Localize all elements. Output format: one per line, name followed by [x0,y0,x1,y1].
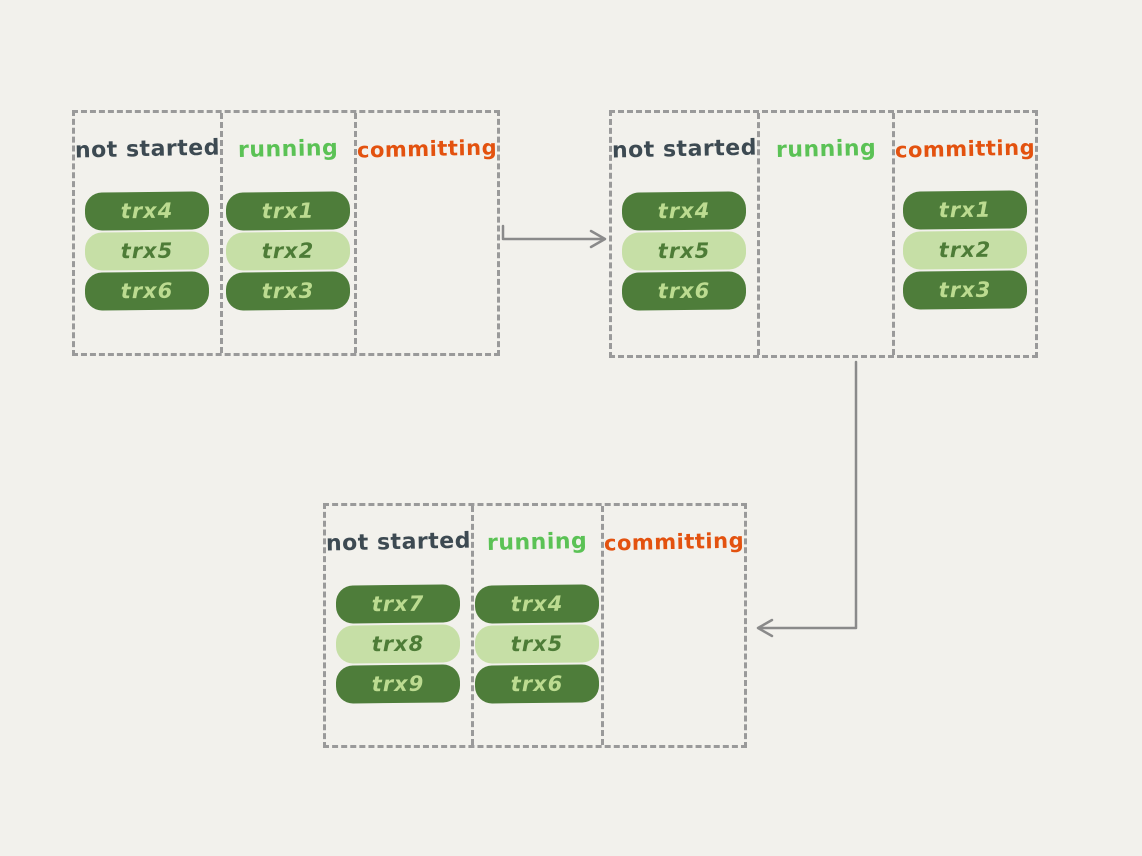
stage-3-panel: not started trx7 trx8 trx9 running trx4 … [323,503,747,748]
column-label-not-started: not started [325,528,472,557]
stage-3-column-committing: committing [600,506,745,745]
trx-pill: trx6 [475,664,600,704]
stage-2-column-running: running [756,113,892,355]
trx-pill: trx6 [85,271,210,311]
trx-pill: trx5 [475,624,600,664]
trx-pill: trx4 [475,584,600,624]
trx-pill: trx4 [85,191,210,231]
column-label-committing: committing [894,135,1036,163]
column-label-running: running [487,528,588,557]
pill-stack: trx7 trx8 trx9 [336,584,461,704]
trx-pill: trx7 [336,584,461,624]
trx-pill: trx9 [336,664,461,704]
stage-1-column-not-started: not started trx4 trx5 trx6 [75,113,220,353]
column-label-not-started: not started [611,135,758,164]
trx-pill: trx2 [902,230,1028,270]
trx-pill: trx4 [622,191,747,231]
trx-pill: trx3 [902,270,1028,310]
column-label-not-started: not started [74,135,221,164]
stage-1-panel: not started trx4 trx5 trx6 running trx1 … [72,110,500,356]
pill-stack: trx4 trx5 trx6 [622,191,747,311]
pill-stack: trx4 trx5 trx6 [475,584,600,704]
stage-1-column-committing: committing [353,113,498,353]
trx-pill: trx6 [622,271,747,311]
column-label-running: running [775,135,877,164]
trx-pill: trx3 [226,271,351,311]
trx-pill: trx5 [85,231,210,271]
stage-2-column-committing: committing trx1 trx2 trx3 [891,113,1036,355]
column-label-committing: committing [603,528,745,556]
trx-pill: trx2 [226,231,351,271]
stage-2-column-not-started: not started trx4 trx5 trx6 [612,113,757,355]
stage-3-column-running: running trx4 trx5 trx6 [470,506,601,745]
trx-pill: trx5 [622,231,747,271]
trx-pill: trx8 [336,624,461,664]
trx-pill: trx1 [226,191,351,231]
pill-stack: trx1 trx2 trx3 [226,191,351,311]
stage-3-column-not-started: not started trx7 trx8 trx9 [326,506,471,745]
trx-pill: trx1 [902,190,1028,230]
arrow-stage1-to-stage2-icon [501,224,607,249]
stage-1-column-running: running trx1 trx2 trx3 [219,113,354,353]
stage-2-panel: not started trx4 trx5 trx6 running commi… [609,110,1038,358]
column-label-committing: committing [356,135,498,163]
pill-stack: trx1 trx2 trx3 [902,190,1028,310]
arrow-stage2-to-stage3-icon [756,360,858,638]
pill-stack: trx4 trx5 trx6 [85,191,210,311]
column-label-running: running [238,135,339,164]
